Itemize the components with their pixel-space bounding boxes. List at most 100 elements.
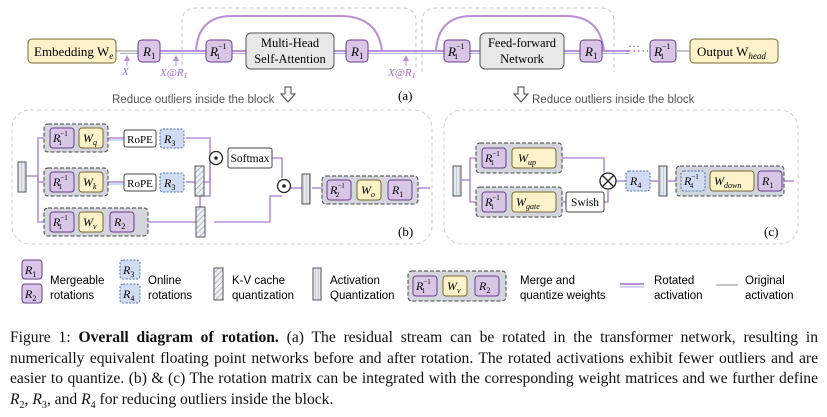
panel-b-frame	[11, 109, 433, 245]
legend-original-2: activation	[745, 290, 794, 302]
legend-r1	[21, 259, 43, 280]
rope-q-label: RoPE	[127, 134, 153, 146]
swish-label: Swish	[571, 197, 599, 209]
svg-text:R−11: R−11	[484, 194, 500, 211]
reduce-arrow-right	[512, 86, 530, 103]
x-label: X	[121, 66, 130, 78]
rotation-r1-down	[757, 170, 783, 192]
rotation-r1-inv-a2	[443, 39, 471, 63]
legend-mergeable-1: Mergeable	[50, 275, 104, 287]
svg-text:R4: R4	[122, 287, 134, 303]
output-label: Output W	[697, 44, 749, 59]
activation-quant-b-input	[17, 161, 27, 193]
svg-text:Wk: Wk	[83, 175, 97, 191]
svg-text:Output Whead: Output Whead	[697, 44, 766, 61]
rotation-r1-inv-gate	[481, 191, 507, 213]
svg-text:R−11: R−11	[52, 174, 68, 191]
svg-text:R3: R3	[163, 176, 175, 192]
svg-text:Wq: Wq	[83, 131, 97, 147]
embedding-box	[27, 38, 117, 64]
online-r3-q	[159, 128, 185, 149]
output-sub: head	[748, 51, 766, 61]
caption-title: Overall diagram of rotation.	[78, 329, 279, 346]
svg-text:R2: R2	[478, 279, 490, 295]
kv-cache-quant-v	[195, 206, 206, 238]
weight-q	[78, 127, 104, 149]
svg-text:R−12: R−12	[329, 182, 345, 199]
svg-text:R1: R1	[584, 44, 597, 61]
legend-act-2: Quantization	[330, 290, 395, 302]
rotation-r1-inv-v	[49, 211, 75, 233]
rotation-r1-o	[387, 179, 413, 201]
legend-act-1: Activation	[330, 275, 380, 287]
panel-b-label: (b)	[398, 224, 413, 239]
rotation-r1-inv-q	[49, 127, 75, 149]
caption-figure-number: Figure 1:	[10, 329, 71, 346]
ffn-module	[479, 32, 565, 70]
legend-rotated-2: activation	[654, 290, 703, 302]
weight-v	[78, 211, 104, 233]
mhsa-label-2: Self-Attention	[254, 52, 326, 66]
svg-text:R1: R1	[142, 44, 155, 61]
ffn-label-2: Network	[500, 52, 544, 66]
svg-text:R2: R2	[113, 215, 125, 231]
svg-text:R−11: R−11	[653, 42, 670, 61]
svg-text:R3: R3	[122, 263, 134, 279]
legend-r2	[21, 283, 43, 304]
legend-kv-1: K-V cache	[232, 275, 285, 287]
mhsa-module	[245, 32, 335, 70]
ffn-label-1: Feed-forward	[488, 36, 557, 50]
rope-k	[123, 173, 157, 192]
reduce-label-left: Reduce outliers inside the block	[112, 94, 275, 106]
skip-arc-ffn	[435, 15, 605, 52]
legend-activation-quant	[312, 267, 322, 301]
x-r1-label-1: X@R	[159, 67, 184, 79]
svg-text:Wv: Wv	[447, 279, 461, 295]
svg-text:R−14: R−14	[683, 173, 699, 190]
softmax-box	[227, 147, 273, 169]
weight-up	[511, 147, 557, 169]
weight-gate	[511, 191, 557, 213]
softmax-label: Softmax	[231, 153, 270, 165]
rotation-r2-inv-o	[326, 179, 352, 201]
rotation-r1-a2	[345, 39, 369, 63]
legend-rotated-1: Rotated	[654, 275, 694, 287]
mhsa-label-1: Multi-Head	[261, 36, 320, 50]
svg-text:R−11: R−11	[415, 278, 431, 295]
embedding-sub: e	[109, 51, 113, 61]
dots: ···	[628, 39, 640, 53]
reduce-label-right: Reduce outliers inside the block	[532, 94, 695, 106]
embedding-label: Embedding W	[34, 44, 110, 59]
legend-original-1: Original	[745, 275, 785, 287]
weight-k	[78, 171, 104, 193]
weight-down	[709, 170, 755, 192]
activation-quant-b-out	[301, 173, 311, 205]
svg-text:R3: R3	[163, 132, 175, 148]
legend-online-1: Online	[148, 275, 181, 287]
legend-merge-1: Merge and	[520, 275, 575, 287]
output-box	[689, 38, 779, 64]
rotation-r4-inv-down	[680, 170, 706, 192]
legend-r4	[119, 283, 141, 304]
svg-text:R1: R1	[24, 263, 36, 279]
svg-text:Wo: Wo	[361, 183, 375, 199]
legend-mergeable-2: rotations	[50, 290, 94, 302]
legend-merge-2: quantize weights	[520, 290, 606, 302]
svg-text:R−11: R−11	[52, 214, 68, 231]
svg-text:R−11: R−11	[484, 150, 500, 167]
x-r1-label-2: X@R	[387, 67, 412, 79]
reduce-arrow-left	[279, 86, 297, 103]
legend-kv-2: quantization	[232, 290, 294, 302]
legend-r3	[119, 259, 141, 280]
rope-k-label: RoPE	[127, 178, 153, 190]
rotation-r2-v	[109, 211, 135, 233]
panel-a-label: (a)	[398, 88, 412, 103]
rotation-r1-a3	[579, 39, 603, 63]
skip-arc-attn	[195, 15, 383, 52]
online-r4	[625, 170, 651, 192]
legend: R1 R2 Mergeable rotations R3 R4 Online r…	[21, 259, 794, 304]
